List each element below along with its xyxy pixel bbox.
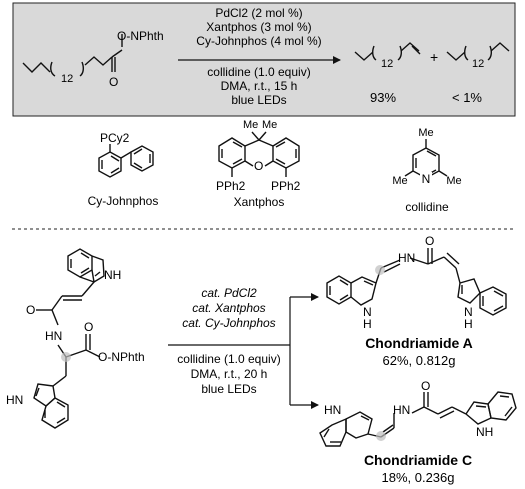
product-chondriamide-c: HN HN O NH Chondriamide C 18%, 0.236g <box>319 379 517 485</box>
xantphos-me-right: Me <box>262 119 277 131</box>
chondriamide-c-indole-hn: HN <box>324 403 341 417</box>
substrate-top-indole-nh: NH <box>104 268 121 282</box>
cyjohnphos-pcy2: PCy2 <box>100 131 130 145</box>
top-reaction-panel: 12 O-NPhth O PdCl2 (2 mol %) Xantphos (3… <box>12 2 516 117</box>
substrate-carbonyl-o: O <box>109 75 118 89</box>
top-condition-4: collidine (1.0 equiv) <box>207 65 310 79</box>
top-condition-2: Xantphos (3 mol %) <box>206 20 311 34</box>
product-chondriamide-a: HN O N H N H Chondriamide A 62%, 0.812g <box>326 234 507 368</box>
substrate-ester-oxygen: O <box>84 320 93 334</box>
substrate-bottom-indole-hn: HN <box>6 393 23 407</box>
substrate-o-nphth: O-NPhth <box>98 350 145 364</box>
chondriamide-c-name: Chondriamide C <box>364 452 472 468</box>
ligand-cyjohnphos: PCy2 Cy-Johnphos <box>88 131 159 208</box>
plus-sign: + <box>430 49 438 65</box>
bottom-condition-5: DMA, r.t., 20 h <box>191 367 268 381</box>
chondriamide-a-amide-hn: HN <box>398 251 415 265</box>
top-condition-3: Cy-Johnphos (4 mol %) <box>196 34 321 48</box>
chondriamide-a-highlight <box>375 265 385 275</box>
chondriamide-c-highlight <box>376 431 386 441</box>
chondriamide-a-right-n: N <box>464 305 473 319</box>
collidine-me-top: Me <box>418 127 433 139</box>
top-condition-1: PdCl2 (2 mol %) <box>215 6 302 20</box>
chondriamide-a-name: Chondriamide A <box>365 335 473 351</box>
chondriamide-a-left-n: N <box>363 305 372 319</box>
chondriamide-c-oxygen: O <box>421 379 430 393</box>
substrate-chain-n: 12 <box>61 73 73 85</box>
chondriamide-c-yield: 18%, 0.236g <box>381 470 454 485</box>
chondriamide-c-right-nh: NH <box>476 425 493 439</box>
substrate-o-nphth: O-NPhth <box>117 29 164 43</box>
chondriamide-c-amide-hn: HN <box>393 403 410 417</box>
ligand-xantphos: Me Me O PPh2 PPh2 Xantphos <box>216 119 301 209</box>
substrate-amide-oxygen: O <box>26 303 35 317</box>
chondriamide-a-left-h: H <box>363 317 372 331</box>
chondriamide-a-oxygen: O <box>425 234 434 248</box>
bottom-condition-3: cat. Cy-Johnphos <box>182 316 275 330</box>
ligand-collidine: N Me Me Me collidine <box>392 127 461 214</box>
yield-alkene: 93% <box>370 90 396 105</box>
product-alkane <box>446 42 510 61</box>
xantphos-pph2-left: PPh2 <box>216 179 246 193</box>
collidine-me-right: Me <box>446 175 461 187</box>
bottom-reaction-arrow <box>168 293 319 409</box>
top-condition-6: blue LEDs <box>231 93 286 107</box>
substrate-amide-nh: HN <box>45 329 62 343</box>
collidine-label: collidine <box>405 200 449 214</box>
bottom-condition-1: cat. PdCl2 <box>201 286 257 300</box>
substrate-alkyl-ester <box>22 34 123 77</box>
top-condition-5: DMA, r.t., 15 h <box>221 79 298 93</box>
alkane-chain-n: 12 <box>472 58 484 70</box>
xantphos-label: Xantphos <box>234 195 285 209</box>
substrate-bistryptamine: NH O HN O O-NPhth HN <box>6 248 145 429</box>
xantphos-pph2-right: PPh2 <box>271 179 301 193</box>
bottom-condition-6: blue LEDs <box>201 382 256 396</box>
yield-alkane: < 1% <box>452 90 482 105</box>
product-alkene <box>354 42 421 61</box>
alkene-chain-n: 12 <box>381 58 393 70</box>
xantphos-me-left: Me <box>243 119 258 131</box>
collidine-n: N <box>422 172 431 186</box>
bottom-condition-4: collidine (1.0 equiv) <box>177 352 280 366</box>
chondriamide-a-right-h: H <box>464 317 473 331</box>
bottom-condition-2: cat. Xantphos <box>192 301 265 315</box>
chondriamide-a-yield: 62%, 0.812g <box>382 353 455 368</box>
cyjohnphos-label: Cy-Johnphos <box>88 194 159 208</box>
substrate-alpha-highlight <box>61 352 71 362</box>
collidine-me-left: Me <box>392 175 407 187</box>
xantphos-oxygen: O <box>254 159 263 173</box>
